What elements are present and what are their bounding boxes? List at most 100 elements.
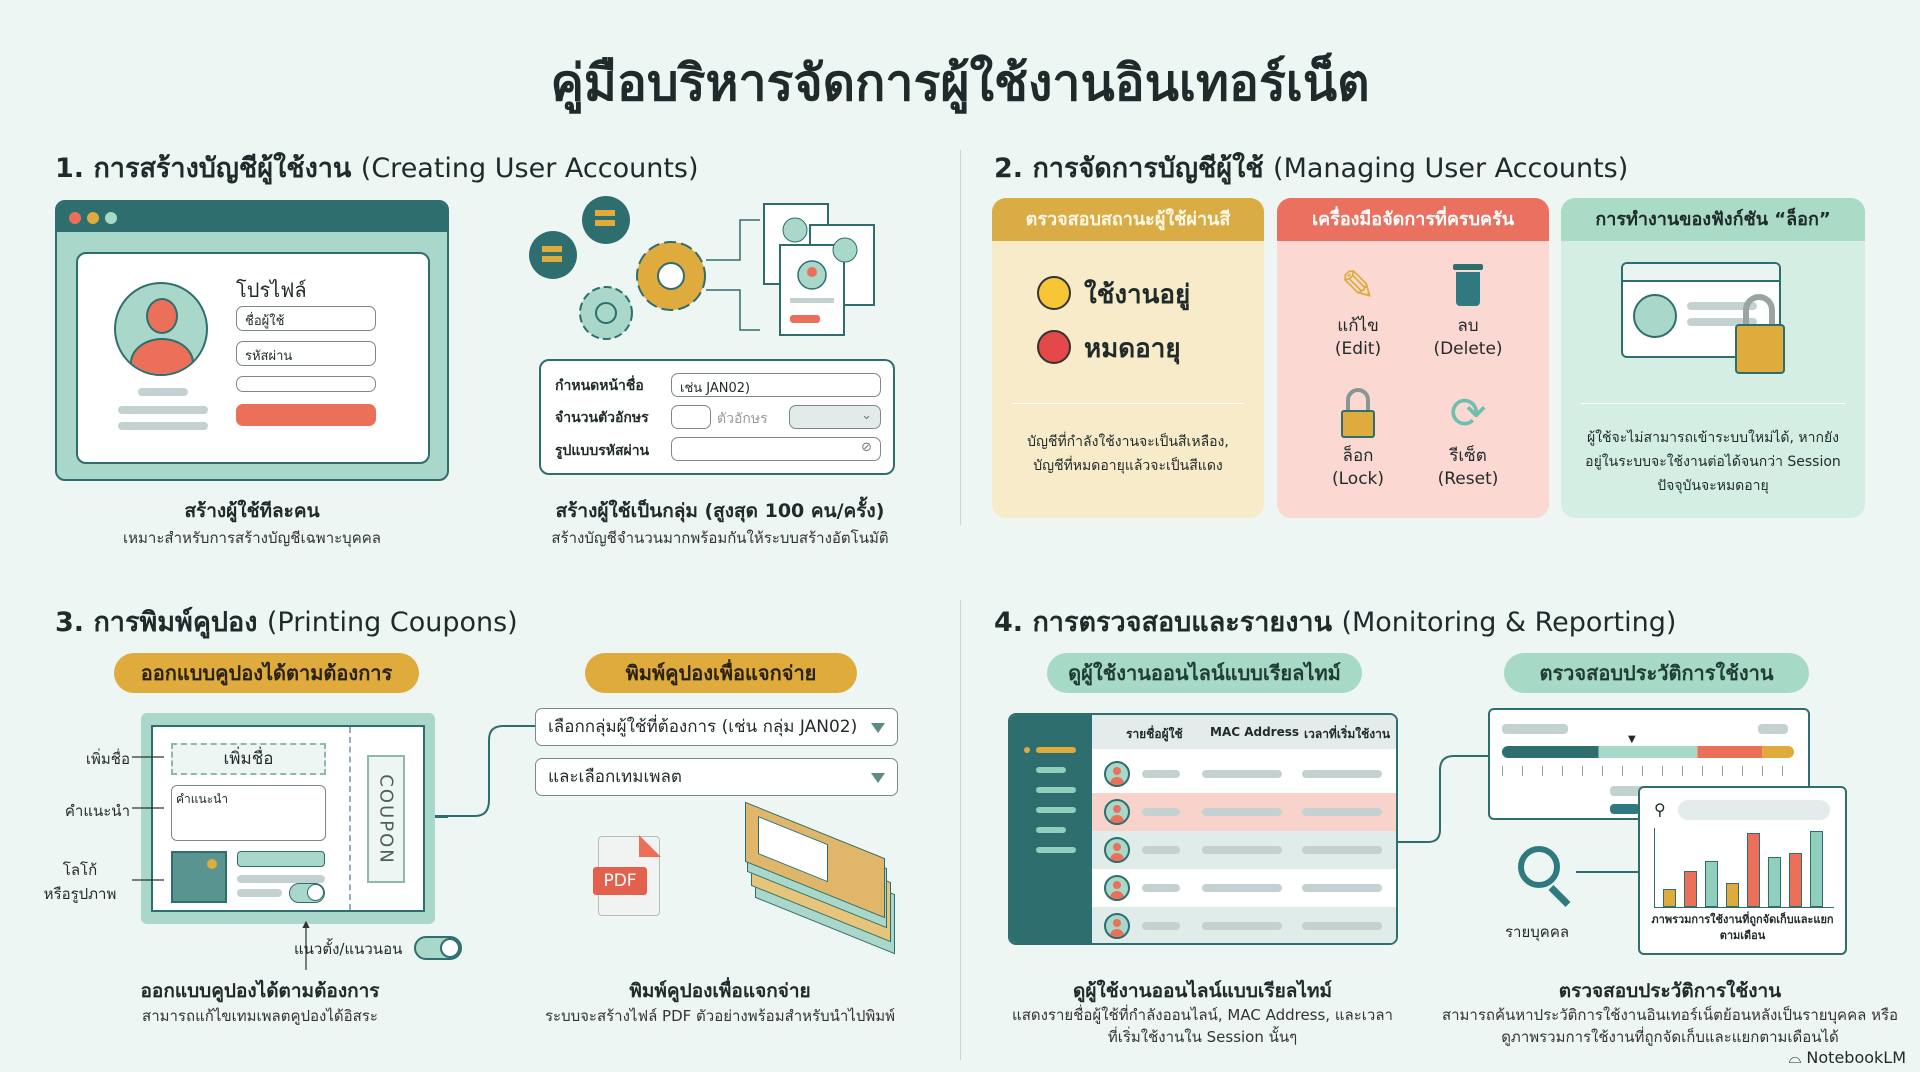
table-row[interactable] — [1092, 831, 1396, 869]
tools-panel: เครื่องมือจัดการที่ครบครัน ✎ แก้ไข (Edit… — [1277, 198, 1549, 518]
server-icon — [582, 196, 630, 244]
history-caption: ตรวจสอบประวัติการใช้งาน — [1558, 980, 1782, 1002]
eye-off-icon[interactable]: ⊘ — [861, 440, 872, 455]
realtime-caption: ดูผู้ใช้งานออนไลน์แบบเรียลไทม์ — [1072, 980, 1333, 1002]
edit-tool[interactable]: ✎ แก้ไข (Edit) — [1303, 260, 1413, 359]
heading-th: 4. การตรวจสอบและรายงาน — [994, 607, 1333, 638]
pattern-label: รูปแบบรหัสผ่าน — [555, 443, 650, 459]
cell-placeholder — [1202, 770, 1282, 778]
single-caption: สร้างผู้ใช้ทีละคน — [184, 500, 320, 522]
section3-heading: 3. การพิมพ์คูปอง (Printing Coupons) — [55, 600, 518, 643]
orientation-toggle[interactable] — [289, 883, 325, 903]
template-select[interactable]: และเลือกเทมเพลต — [535, 758, 898, 796]
placeholder-line — [237, 875, 325, 883]
page-title: คู่มือบริหารจัดการผู้ใช้งานอินเทอร์เน็ต — [550, 54, 1370, 112]
username-input[interactable]: ชื่อผู้ใช้ — [236, 306, 376, 331]
user-group-select[interactable]: เลือกกลุ่มผู้ใช้ที่ต้องการ (เช่น กลุ่ม J… — [535, 708, 898, 746]
user-card-stack — [763, 203, 875, 336]
batch-form: กำหนดหน้าชื่อ เช่น JAN02) จำนวนตัวอักษร … — [539, 359, 895, 475]
prefix-label: กำหนดหน้าชื่อ — [555, 378, 644, 394]
cell-placeholder — [1202, 846, 1282, 854]
panel-header: ตรวจสอบสถานะผู้ใช้ผ่านสี — [992, 198, 1264, 241]
reset-tool[interactable]: ⟳ รีเซ็ต (Reset) — [1413, 386, 1523, 489]
search-icon[interactable]: ⚲ — [1654, 800, 1666, 819]
placeholder-line — [1610, 804, 1640, 814]
password-input[interactable]: รหัสผ่าน — [236, 341, 376, 366]
online-users-table: รายชื่อผู้ใช้ MAC Address เวลาที่เริ่มใช… — [1008, 713, 1398, 945]
design-sub: สามารถแก้ไขเทมเพลตคูปองได้อิสระ — [142, 1007, 378, 1025]
lock-tool[interactable]: ล็อก (Lock) — [1303, 386, 1413, 489]
group-sub: สร้างบัญชีจำนวนมากพร้อมกันให้ระบบสร้างอั… — [551, 529, 889, 547]
chart-bar — [1747, 833, 1760, 907]
history-pill: ตรวจสอบประวัติการใช้งาน — [1504, 653, 1809, 693]
realtime-pill: ดูผู้ใช้งานออนไลน์แบบเรียลไทม์ — [1047, 653, 1362, 693]
length-select[interactable]: ⌄ — [789, 405, 881, 429]
chart-bar — [1810, 831, 1823, 907]
lock-icon — [1303, 386, 1413, 442]
connector-line — [1398, 755, 1488, 843]
heading-en: (Printing Coupons) — [266, 607, 518, 638]
pattern-input[interactable]: ⊘ — [671, 437, 881, 461]
tool-label-en: (Lock) — [1331, 469, 1385, 489]
table-row[interactable] — [1092, 793, 1396, 831]
table-row[interactable] — [1092, 869, 1396, 907]
coupon-preview: เพิ่มชื่อ คำแนะนำ COUPON — [151, 725, 425, 912]
tool-label: รีเซ็ต — [1449, 446, 1487, 466]
prefix-input[interactable]: เช่น JAN02) — [671, 373, 881, 397]
user-avatar-icon — [1104, 799, 1130, 825]
dropdown-arrow-icon — [871, 773, 885, 783]
notebooklm-brand: ⌓ NotebookLM — [1789, 1048, 1906, 1068]
connector-line — [1576, 871, 1638, 873]
user-avatar-icon — [1104, 913, 1130, 939]
status-note: บัญชีที่กำลังใช้งานจะเป็นสีเหลือง, บัญชี… — [1027, 434, 1229, 474]
heading-en: (Managing User Accounts) — [1273, 153, 1629, 184]
lock-panel: การทำงานของฟังก์ชัน “ล็อก” ผู้ใช้จะไม่สา… — [1561, 198, 1865, 518]
monthly-usage-chart — [1654, 828, 1834, 908]
coupon-name-field[interactable]: เพิ่มชื่อ — [171, 743, 326, 775]
lock-icon — [1735, 324, 1785, 374]
coupon-instructions-field[interactable]: คำแนะนำ — [171, 785, 326, 841]
cell-placeholder — [1302, 770, 1382, 778]
history-sub: สามารถค้นหาประวัติการใช้งานอินเทอร์เน็ตย… — [1441, 1006, 1899, 1046]
orientation-label: แนวตั้ง/แนวนอน — [294, 940, 403, 958]
table-row[interactable] — [1092, 907, 1396, 943]
expired-label: หมดอายุ — [1084, 334, 1181, 364]
length-label: จำนวนตัวอักษร — [555, 410, 649, 426]
usage-timeline-bar[interactable] — [1502, 746, 1794, 758]
cell-placeholder — [1202, 922, 1282, 930]
column-header: MAC Address — [1210, 725, 1300, 739]
cell-placeholder — [1302, 846, 1382, 854]
window-titlebar — [57, 202, 447, 232]
print-sub: ระบบจะสร้างไฟล์ PDF ตัวอย่างพร้อมสำหรับน… — [544, 1007, 896, 1025]
coupon-stack-icon — [745, 801, 895, 955]
cell-placeholder — [1202, 884, 1282, 892]
magnifier-handle — [1548, 885, 1571, 907]
pdf-file-icon: PDF — [593, 835, 661, 916]
user-avatar-icon — [1104, 875, 1130, 901]
avatar-icon — [114, 282, 208, 376]
panel-header: การทำงานของฟังก์ชัน “ล็อก” — [1561, 198, 1865, 241]
trash-icon — [1413, 260, 1523, 312]
create-button[interactable] — [236, 404, 376, 426]
extra-input[interactable] — [236, 376, 376, 392]
perforation — [349, 727, 351, 910]
search-input[interactable] — [1678, 800, 1830, 820]
heading-en: (Monitoring & Reporting) — [1341, 607, 1677, 638]
heading-th: 1. การสร้างบัญชีผู้ใช้งาน — [55, 153, 352, 184]
table-row[interactable] — [1092, 755, 1396, 793]
image-icon[interactable] — [171, 851, 227, 903]
active-label: ใช้งานอยู่ — [1084, 280, 1191, 310]
section2-heading: 2. การจัดการบัญชีผู้ใช้ (Managing User A… — [994, 146, 1628, 189]
length-input[interactable] — [671, 405, 711, 429]
heading-th: 3. การพิมพ์คูปอง — [55, 607, 258, 638]
single-sub: เหมาะสำหรับการสร้างบัญชีเฉพาะบุคคล — [123, 529, 381, 547]
orientation-toggle[interactable] — [414, 936, 462, 960]
user-avatar-icon — [1104, 761, 1130, 787]
divider — [1581, 403, 1845, 404]
user-avatar-icon — [1104, 837, 1130, 863]
tool-label-en: (Delete) — [1433, 339, 1503, 359]
timeline-marker-icon[interactable]: ▼ — [1628, 734, 1636, 745]
delete-tool[interactable]: ลบ (Delete) — [1413, 260, 1523, 359]
cell-placeholder — [1302, 922, 1382, 930]
coupon-stub: COUPON — [367, 755, 405, 883]
